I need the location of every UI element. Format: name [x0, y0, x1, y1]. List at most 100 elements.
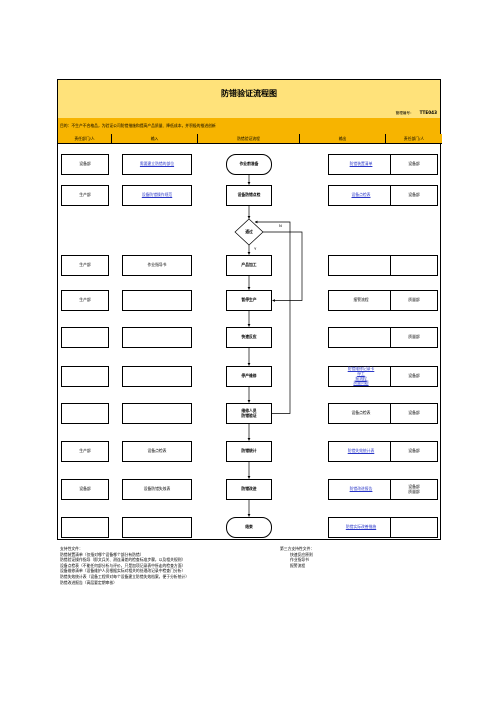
support-docs-list: 防错装置清单（仅指对哪个设备哪个部分有防错）防错验证操作指导（即文兵关、测连清差…	[60, 552, 189, 586]
left-dept-cell: 生产部	[61, 185, 109, 206]
input-cell: 设备防错失效表	[122, 479, 192, 500]
right-dept-cell: 设备部	[390, 185, 438, 206]
left-dept-cell: 生产部	[61, 255, 109, 276]
support-doc-item: 防错装置清单（仅指对哪个设备哪个部分有防错）	[60, 551, 144, 557]
right-dept-cell-text: 设备部	[408, 448, 420, 454]
column-header-right-dept: 责任部门/人	[386, 134, 442, 144]
output-cell-text: 设备点检表	[351, 410, 371, 416]
decision-label: 通过	[245, 229, 253, 234]
left-dept-cell-text: 生产部	[79, 262, 91, 268]
left-dept-cell: 生产部	[61, 441, 109, 462]
management-number: 管理编号： TTE043	[396, 110, 437, 116]
output-cell[interactable]: 防错失效统计表	[328, 441, 394, 462]
output-cell-text[interactable]: 防错失效统计表	[347, 448, 375, 454]
support-doc-item: 防错验证操作指导（即文兵关、测连清差的检查标准步骤，以及相关规则）	[60, 557, 186, 563]
output-cell: 报警流程	[328, 290, 394, 311]
right-dept-cell-text: 设备部	[408, 192, 420, 198]
third-party-heading: 第三方支持性文件：	[280, 546, 315, 551]
left-dept-cell-text: 生产部	[79, 192, 91, 198]
input-cell[interactable]: 需要建立防错的部位	[122, 154, 192, 175]
process-step-text: 防错改进	[241, 486, 257, 492]
left-dept-cell: 设备部	[61, 479, 109, 500]
left-dept-cell: 设备部	[61, 154, 109, 175]
output-cell-text[interactable]: 防错改进报告	[349, 486, 373, 492]
management-number-value: TTE043	[419, 110, 437, 115]
support-doc-item: 防错失效统计表（设备工程师对每个设备建立防错失效档案，便于分析统计）	[60, 573, 190, 579]
input-cell-text: 设备点检表	[147, 448, 167, 454]
output-cell[interactable]: 防错维修记录卡停工报流程质量问题	[328, 366, 394, 387]
terminal-step: 结束	[226, 517, 272, 538]
page-title: 防错验证流程图	[221, 89, 277, 98]
column-header-flow: 防错验证流程	[198, 134, 300, 144]
output-cell	[328, 255, 394, 276]
process-step: 防错改进	[226, 479, 272, 500]
support-doc-item: 设备点检表（不能任何部分析与评价，只是加项记录表中所走的检查方面）	[60, 562, 186, 568]
right-dept-cell-text: 设备部质量部	[408, 483, 420, 494]
support-doc-item: 设备维修清单（设备维护人员根据实际对相关的处理改记录中检查门分析）	[60, 568, 186, 574]
input-cell	[122, 366, 192, 387]
left-dept-cell	[61, 517, 109, 538]
input-cell	[122, 403, 192, 424]
input-cell-text: 设备防错失效表	[143, 486, 171, 492]
branch-yes-label: Y	[254, 246, 257, 251]
process-step-text: 防错统计	[241, 448, 257, 454]
column-header-input: 输入	[112, 134, 198, 144]
third-party-docs: 第三方支持性文件： 快速反应原则作业指导书报警流程	[280, 546, 314, 568]
left-dept-cell	[61, 327, 109, 348]
right-dept-cell	[390, 255, 438, 276]
left-dept-cell-text: 设备部	[79, 486, 91, 492]
left-dept-cell-text: 生产部	[79, 297, 91, 303]
left-dept-cell-text: 设备部	[79, 161, 91, 167]
left-dept-cell-text: 生产部	[79, 448, 91, 454]
process-step-text: 设备防错点检	[237, 192, 261, 198]
third-party-doc-item: 快速反应原则	[290, 551, 313, 557]
support-docs: 支持性文件： 防错装置清单（仅指对哪个设备哪个部分有防错）防错验证操作指导（即文…	[60, 546, 189, 585]
process-step: 快速反应	[226, 327, 272, 348]
output-cell-text: 报警流程	[353, 297, 369, 303]
support-docs-heading: 支持性文件：	[60, 546, 83, 551]
process-step: 设备防错点检	[226, 185, 272, 206]
process-step-text: 暂停生产	[241, 297, 257, 303]
output-cell-text[interactable]: 防错实际改善措施	[345, 524, 377, 530]
management-number-label: 管理编号：	[395, 111, 414, 115]
input-cell[interactable]: 设备防错操作规范	[122, 185, 192, 206]
right-dept-cell	[390, 517, 438, 538]
input-cell-text[interactable]: 设备防错操作规范	[141, 192, 173, 198]
output-cell[interactable]: 防错实际改善措施	[328, 517, 394, 538]
input-cell	[122, 327, 192, 348]
flow-connectors	[234, 175, 303, 517]
left-dept-cell	[61, 403, 109, 424]
right-dept-cell: 设备部	[390, 154, 438, 175]
process-step: 维修人员防错验证	[226, 403, 272, 424]
input-cell-text: 作业指导书	[147, 262, 167, 268]
third-party-doc-item: 作业指导书	[290, 557, 309, 563]
verify-loop-arrow	[254, 220, 291, 414]
process-step-text: 产品加工	[241, 262, 257, 268]
process-step: 暂停生产	[226, 290, 272, 311]
right-dept-cell: 设备部	[390, 366, 438, 387]
input-cell: 设备点检表	[122, 441, 192, 462]
process-step: 产品加工	[226, 255, 272, 276]
terminal-step-text: 作业前准备	[239, 161, 259, 167]
output-cell[interactable]: 设备点检表	[328, 185, 394, 206]
output-cell-text[interactable]: 防错装置清单	[349, 161, 373, 167]
input-cell-text[interactable]: 需要建立防错的部位	[139, 161, 175, 167]
column-header-left-dept: 责任部门/人	[58, 134, 112, 144]
process-step-text: 维修人员防错验证	[241, 407, 257, 418]
output-cell-text[interactable]: 防错维修记录卡停工报流程质量问题	[347, 366, 375, 386]
branch-no-label: N	[279, 223, 282, 228]
support-doc-item: 防错改进报告（高层要定期审核）	[60, 579, 117, 585]
right-dept-cell: 设备部	[390, 403, 438, 424]
right-dept-cell-text: 设备部	[408, 161, 420, 167]
process-step-text: 停产维修	[241, 373, 257, 379]
column-header-output: 输出	[300, 134, 386, 144]
third-party-list: 快速反应原则作业指导书报警流程	[280, 552, 314, 569]
flowchart-frame: 防错验证流程图 管理编号：TTE043 目的：不生产不合格品，为验证公司防错措施…	[57, 79, 442, 585]
no-branch-arrow	[263, 231, 303, 302]
process-step: 停产维修	[226, 366, 272, 387]
process-step-text: 快速反应	[241, 334, 257, 340]
output-cell-text[interactable]: 设备点检表	[351, 192, 371, 198]
output-cell[interactable]: 防错装置清单	[328, 154, 394, 175]
process-step: 防错统计	[226, 441, 272, 462]
output-cell[interactable]: 防错改进报告	[328, 479, 394, 500]
